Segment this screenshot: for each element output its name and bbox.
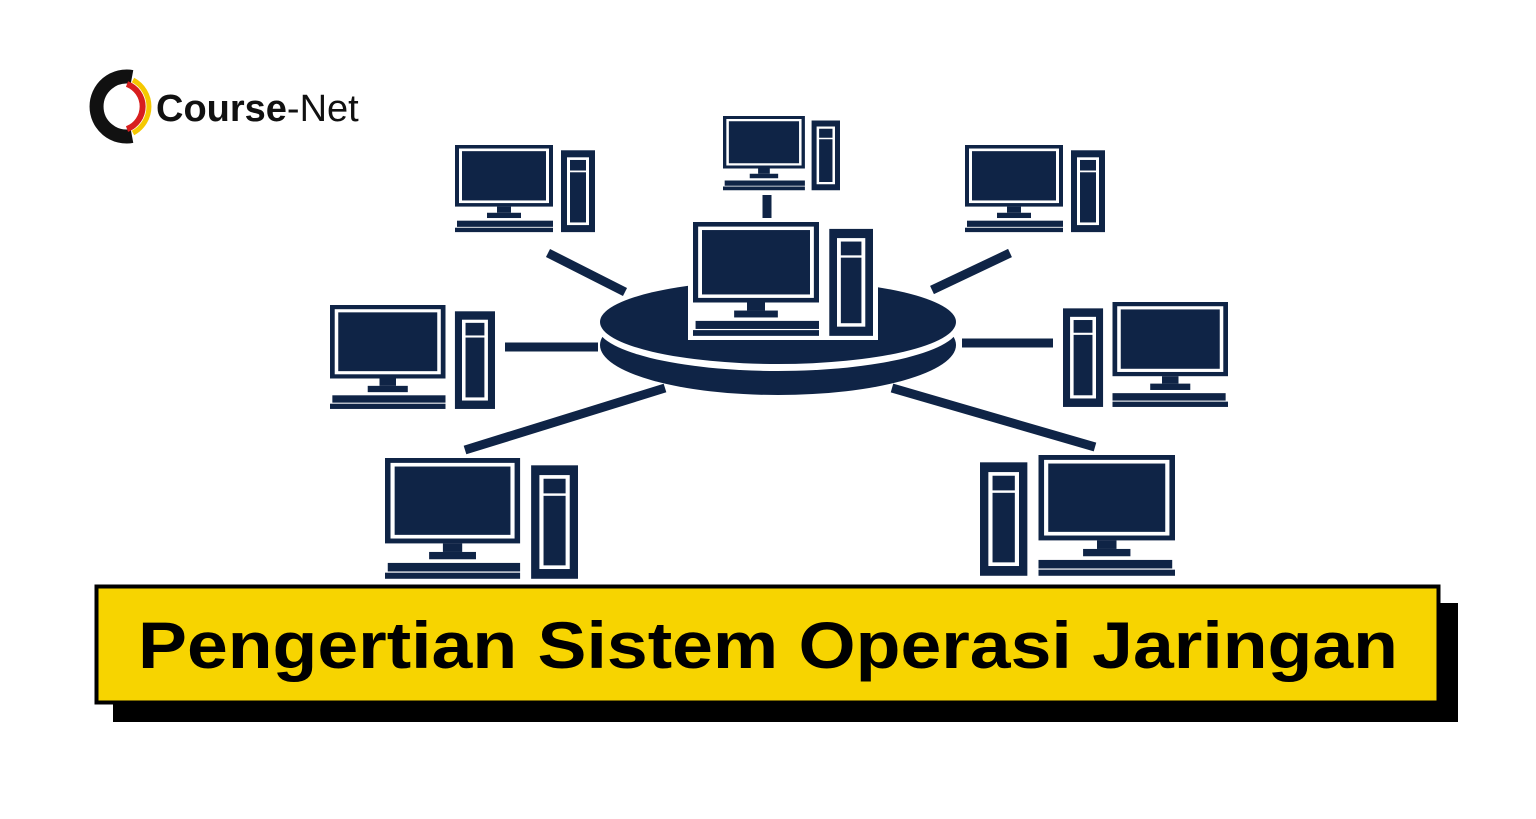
- computer-icon-top-right: [965, 145, 1105, 233]
- computer-icon-bottom-right: [980, 455, 1175, 576]
- link-top-right: [930, 248, 1012, 295]
- computer-icon-bottom-left: [385, 458, 578, 579]
- logo-ring-icon: [89, 69, 134, 144]
- computer-icon-mid-right: [1063, 302, 1228, 407]
- computer-icon-top-left: [455, 145, 595, 233]
- link-bottom-right: [890, 383, 1097, 452]
- banner-title: Pengertian Sistem Operasi Jaringan: [138, 608, 1398, 682]
- link-bottom-left: [463, 383, 667, 455]
- title-banner: Pengertian Sistem Operasi Jaringan: [94, 584, 1458, 722]
- link-top-left: [545, 248, 628, 297]
- svg-text:Course-Net: Course-Net: [156, 88, 359, 130]
- course-net-logo: Course-Net: [89, 69, 359, 144]
- logo-text-bold: Course: [156, 88, 287, 130]
- network-links: [463, 195, 1097, 455]
- logo-text-light: -Net: [287, 88, 359, 130]
- computer-icon-top: [723, 116, 840, 191]
- computer-icon-mid-left: [330, 305, 495, 409]
- banner-box: [94, 584, 1441, 705]
